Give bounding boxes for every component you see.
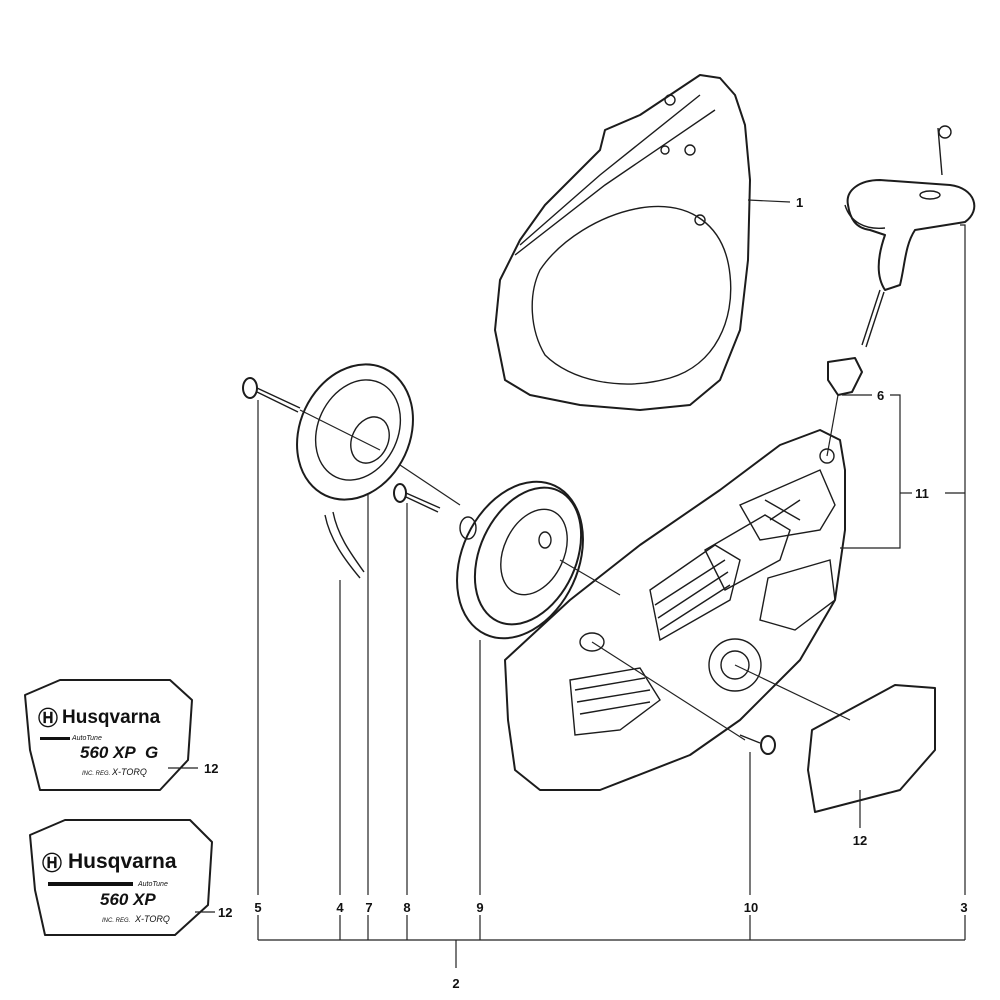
decal-bottom-subbrand: AutoTune bbox=[137, 881, 168, 888]
callout-9: 9 bbox=[476, 900, 483, 915]
decal-bottom-model: 560 XP bbox=[100, 890, 156, 909]
assembly-lines bbox=[299, 394, 851, 741]
svg-text:Ⓗ: Ⓗ bbox=[42, 852, 62, 875]
decal-bottom-brand: Husqvarna bbox=[68, 850, 177, 873]
decal-top-brand: Husqvarna bbox=[62, 707, 161, 728]
part-9-spring-cassette bbox=[456, 480, 584, 640]
decal-top-suffix: G bbox=[145, 743, 158, 762]
callout-12-blank-decal: 12 bbox=[853, 833, 867, 848]
callout-8: 8 bbox=[403, 900, 410, 915]
part-8-screw bbox=[393, 483, 441, 513]
decal-bottom-footer: X-TORQ bbox=[134, 914, 170, 924]
leader-lines bbox=[168, 199, 966, 968]
decal-top-subbrand: AutoTune bbox=[71, 735, 102, 742]
part-5-screw bbox=[242, 377, 301, 413]
decal-560-xp-g: Husqvarna Ⓗ AutoTune 560 XP G INC. REG. … bbox=[24, 679, 193, 791]
part-1-cover bbox=[494, 74, 751, 411]
part-11-starter-housing bbox=[504, 429, 846, 791]
decal-top-footer: X-TORQ bbox=[111, 767, 147, 777]
callout-12-top-decal: 12 bbox=[204, 761, 218, 776]
callout-1: 1 bbox=[796, 195, 803, 210]
callout-labels: 1 6 11 12 12 12 5 4 7 8 9 10 3 2 bbox=[204, 195, 968, 991]
callout-4: 4 bbox=[336, 900, 344, 915]
callout-6: 6 bbox=[877, 388, 884, 403]
callout-7: 7 bbox=[365, 900, 372, 915]
decal-top-footer-small: INC. REG. bbox=[82, 771, 110, 777]
callout-5: 5 bbox=[254, 900, 261, 915]
callout-10: 10 bbox=[744, 900, 758, 915]
callout-12-bottom-decal: 12 bbox=[218, 905, 232, 920]
decal-bottom-footer-small: INC. REG. bbox=[102, 918, 130, 924]
callout-3: 3 bbox=[960, 900, 967, 915]
decal-560-xp: Ⓗ Husqvarna AutoTune 560 XP INC. REG. X-… bbox=[29, 819, 213, 936]
part-4-pulley bbox=[296, 363, 414, 579]
svg-text:Ⓗ: Ⓗ bbox=[38, 707, 58, 730]
part-12-decal-blank bbox=[807, 684, 936, 813]
part-10-screw bbox=[739, 734, 776, 755]
callout-11: 11 bbox=[915, 486, 929, 501]
callout-2: 2 bbox=[452, 976, 459, 991]
decal-top-model: 560 XP bbox=[80, 743, 136, 762]
part-3-handle bbox=[827, 125, 976, 396]
